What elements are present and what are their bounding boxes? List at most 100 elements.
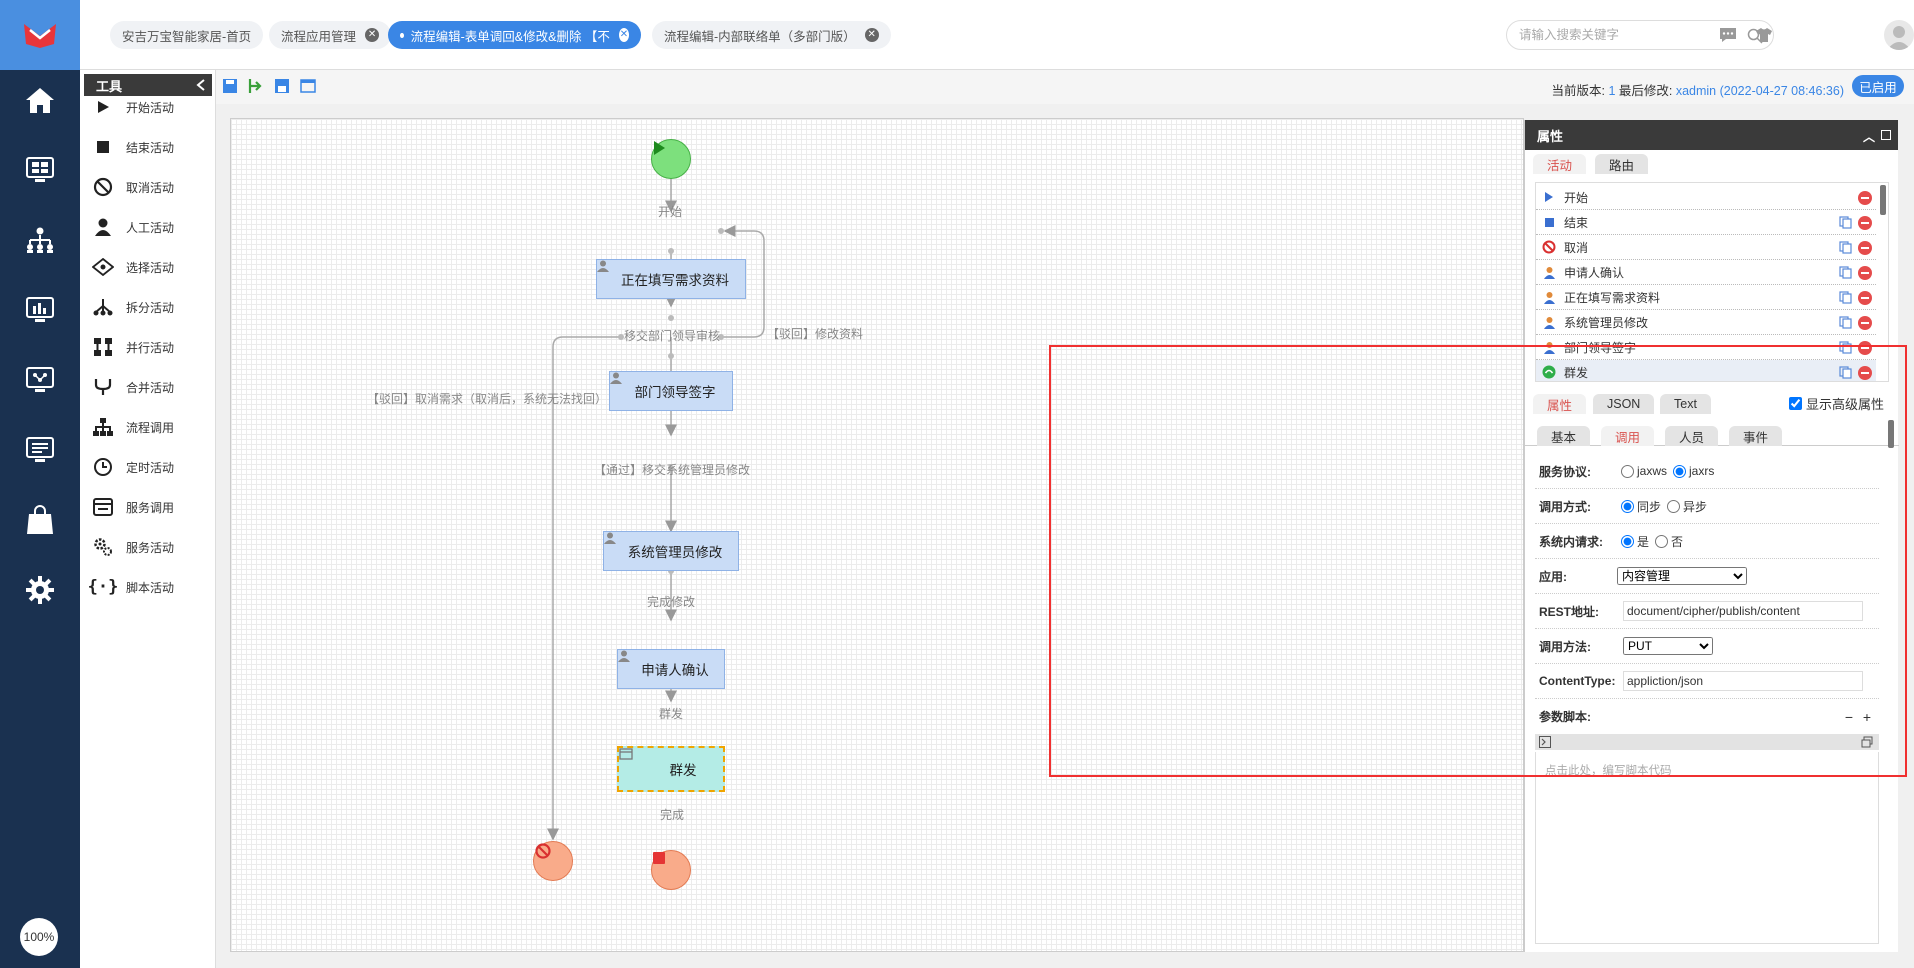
tab-app-management[interactable]: 流程应用管理 ✕ [269,21,392,49]
delete-icon[interactable] [1858,216,1872,230]
skin-icon[interactable] [1754,25,1774,45]
cancel-node[interactable] [533,841,573,881]
tab-properties[interactable]: 属性 [1533,394,1587,414]
nav-reports[interactable] [0,290,80,330]
copy-icon[interactable] [1839,366,1852,379]
nav-store[interactable] [0,500,80,540]
nav-dashboard[interactable] [0,150,80,190]
status-badge[interactable]: 已启用 [1852,75,1904,97]
tool-end-activity[interactable]: 结束活动 [92,132,210,162]
radio-input[interactable] [1673,464,1687,478]
tool-merge-activity[interactable]: 合并活动 [92,372,210,402]
radio-input[interactable] [1655,534,1669,548]
edge-label-to-dept[interactable]: 移交部门领导审核 [624,329,721,343]
terminal-icon[interactable] [1539,736,1551,748]
delete-icon[interactable] [1858,366,1872,380]
delete-icon[interactable] [1858,191,1872,205]
tool-split-activity[interactable]: 拆分活动 [92,292,210,322]
tab-activities[interactable]: 活动 [1533,154,1587,174]
zoom-level[interactable]: 100% [20,918,58,956]
copy-icon[interactable] [1839,341,1852,354]
list-item[interactable]: 系统管理员修改 [1536,310,1876,335]
radio-jaxrs[interactable]: jaxrs [1673,464,1714,478]
delete-icon[interactable] [1858,241,1872,255]
tab-events[interactable]: 事件 [1729,426,1783,446]
content-type-input[interactable] [1623,671,1863,691]
copy-icon[interactable] [1839,216,1852,229]
edge-label-start[interactable]: 开始 [658,205,683,219]
rest-url-input[interactable] [1623,601,1863,621]
collapse-up-icon[interactable]: ︿ [1863,130,1876,144]
delete-icon[interactable] [1858,266,1872,280]
start-node[interactable] [651,139,691,179]
end-node[interactable] [651,850,691,890]
node-group-send[interactable]: 群发 [617,746,725,792]
nav-monitor[interactable] [0,360,80,400]
edge-label-reject-edit[interactable]: 【驳回】修改资料 [767,327,864,341]
list-item[interactable]: 正在填写需求资料 [1536,285,1876,310]
close-icon[interactable]: ✕ [365,28,380,42]
list-item[interactable]: 申请人确认 [1536,260,1876,285]
tool-start-activity[interactable]: 开始活动 [92,92,210,122]
tab-flow-edit-contact[interactable]: 流程编辑-内部联络单（多部门版） ✕ [652,21,891,49]
tab-routes[interactable]: 路由 [1595,154,1649,174]
publish-icon[interactable] [248,78,264,94]
radio-no[interactable]: 否 [1655,533,1683,550]
scrollbar[interactable] [1888,420,1894,448]
copy-icon[interactable] [1839,291,1852,304]
advanced-checkbox[interactable] [1789,397,1802,410]
edge-label-send[interactable]: 群发 [659,707,684,721]
list-item[interactable]: 结束 [1536,210,1876,235]
tab-text[interactable]: Text [1660,394,1711,414]
collapse-icon[interactable] [196,79,206,91]
list-item[interactable]: 开始 [1536,185,1876,210]
maximize-icon[interactable] [1881,130,1891,140]
app-logo[interactable] [0,0,80,70]
nav-screen[interactable] [0,430,80,470]
radio-input[interactable] [1621,534,1634,548]
radio-sync[interactable]: 同步 [1621,498,1661,515]
nav-organization[interactable] [0,220,80,260]
radio-async[interactable]: 异步 [1667,498,1707,515]
nav-home[interactable] [0,80,80,120]
copy-icon[interactable] [1839,241,1852,254]
nav-settings[interactable] [0,570,80,610]
restore-window-icon[interactable] [1861,736,1873,748]
list-item-selected[interactable]: 群发 [1536,360,1876,381]
delete-icon[interactable] [1858,316,1872,330]
copy-icon[interactable] [1839,266,1852,279]
layout-icon[interactable] [300,78,316,94]
tool-service-activity[interactable]: 服务活动 [92,532,210,562]
application-select[interactable]: 内容管理 [1617,567,1747,585]
tool-script-activity[interactable]: {·} 脚本活动 [88,572,210,602]
delete-icon[interactable] [1858,341,1872,355]
radio-input[interactable] [1667,499,1681,513]
edge-label-done-edit[interactable]: 完成修改 [647,595,696,609]
edge-label-reject-cancel[interactable]: 【驳回】取消需求（取消后，系统无法找回） [367,392,608,406]
show-advanced-toggle[interactable]: 显示高级属性 [1789,394,1884,413]
radio-yes[interactable]: 是 [1621,533,1649,550]
tool-manual-activity[interactable]: 人工活动 [92,212,210,242]
tool-choice-activity[interactable]: 选择活动 [92,252,210,282]
collapse-script-button[interactable]: − [1844,708,1853,725]
tool-cancel-activity[interactable]: 取消活动 [92,172,210,202]
node-admin-edit[interactable]: 系统管理员修改 [603,531,739,571]
list-item[interactable]: 部门领导签字 [1536,335,1876,360]
close-icon[interactable]: ✕ [618,28,629,42]
tab-invoke[interactable]: 调用 [1601,426,1655,446]
delete-icon[interactable] [1858,291,1872,305]
edge-label-finish[interactable]: 完成 [660,808,685,822]
tab-personnel[interactable]: 人员 [1665,426,1719,446]
copy-icon[interactable] [1839,316,1852,329]
save-as-icon[interactable] [274,78,290,94]
search-input[interactable] [1519,21,1739,49]
avatar[interactable] [1884,20,1914,50]
close-icon[interactable]: ✕ [864,28,879,42]
radio-input[interactable] [1621,499,1634,513]
tool-parallel-activity[interactable]: 并行活动 [92,332,210,362]
tool-process-call[interactable]: 流程调用 [92,412,210,442]
tool-service-call[interactable]: 服务调用 [92,492,210,522]
list-item[interactable]: 取消 [1536,235,1876,260]
edge-label-pass[interactable]: 【通过】移交系统管理员修改 [594,463,751,477]
node-dept-sign[interactable]: 部门领导签字 [609,371,733,411]
